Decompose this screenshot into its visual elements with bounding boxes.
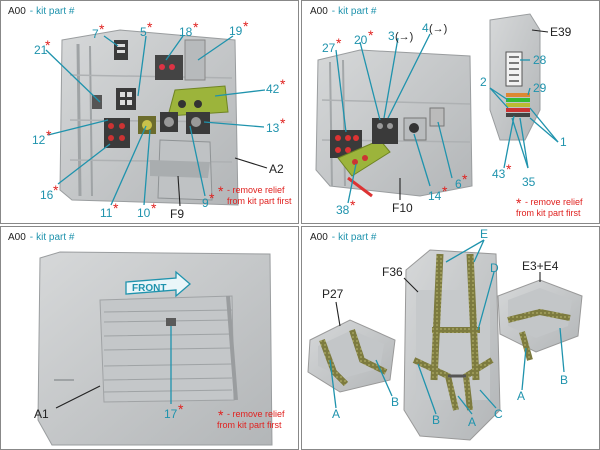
- label-13: 13: [266, 121, 280, 135]
- label-3: 3: [388, 29, 395, 43]
- svg-text:*: *: [350, 197, 356, 213]
- svg-text:*: *: [46, 127, 52, 143]
- kit-part-p27: [307, 319, 396, 393]
- svg-text:*: *: [99, 21, 105, 37]
- label-d: D: [490, 261, 499, 275]
- svg-text:*: *: [45, 37, 51, 53]
- svg-text:from kit part first: from kit part first: [227, 196, 292, 206]
- svg-text:*: *: [53, 182, 59, 198]
- panel-1-leaders: [45, 35, 266, 206]
- svg-text:*: *: [193, 19, 199, 35]
- label-4: 4: [422, 21, 429, 35]
- label-2: 2: [480, 75, 487, 89]
- panel-2-photoetch: [330, 107, 445, 198]
- label-14: 14: [428, 189, 442, 203]
- e39-belt-stack: [506, 93, 530, 117]
- kit-label-f10: F10: [392, 201, 413, 215]
- label-12: 12: [32, 133, 46, 147]
- screw-icon-4: (→): [429, 23, 447, 35]
- panel-3-labels: 17* A1: [34, 401, 184, 421]
- svg-text:from kit part first: from kit part first: [217, 420, 282, 430]
- label-a-p27: A: [332, 407, 340, 421]
- kit-part-e3-e4: [497, 279, 583, 361]
- svg-text:*: *: [209, 190, 215, 206]
- label-19: 19: [229, 24, 243, 38]
- svg-text:*: *: [506, 161, 512, 177]
- label-b-f36: B: [432, 413, 440, 427]
- panel-1-note: * - remove relief from kit part first: [218, 183, 292, 206]
- label-e: E: [480, 227, 488, 241]
- svg-text:*: *: [147, 19, 153, 35]
- header-code: A00-kit part #: [310, 6, 377, 17]
- svg-text:*: *: [280, 76, 286, 92]
- screw-icon-3: (→): [395, 31, 413, 43]
- label-6: 6: [455, 177, 462, 191]
- svg-text:- remove relief: - remove relief: [227, 185, 285, 195]
- svg-text:*: *: [516, 195, 522, 211]
- label-c-f36: C: [494, 407, 503, 421]
- panel-1-labels: 21* 7* 5* 18* 19* 42* 13* 12* 16* 11* 10…: [32, 18, 286, 221]
- kit-label-a2: A2: [269, 162, 284, 176]
- panel-2-labels: 27* 20* 3 (→) 4 (→) 28 29 2 1 43* 35 38*…: [322, 21, 572, 217]
- svg-text:*: *: [336, 35, 342, 51]
- front-arrow: FRONT: [125, 270, 191, 298]
- label-a-e3: A: [517, 389, 525, 403]
- header-code: A00-kit part #: [8, 232, 75, 243]
- svg-text:*: *: [243, 18, 249, 34]
- panel-3-note: * - remove relief from kit part first: [217, 407, 285, 430]
- kit-label-e3-e4: E3+E4: [522, 259, 559, 273]
- kit-label-p27: P27: [322, 287, 344, 301]
- label-9: 9: [202, 196, 209, 210]
- svg-text:- remove relief: - remove relief: [227, 409, 285, 419]
- label-5: 5: [140, 25, 147, 39]
- label-21: 21: [34, 43, 48, 57]
- kit-part-f36: [403, 249, 501, 441]
- panel-3: A00-kit part # FRONT 17* A1 * - remove r…: [8, 232, 285, 446]
- panel-2: A00-kit part #: [310, 6, 583, 218]
- svg-text:*: *: [280, 115, 286, 131]
- label-18: 18: [179, 25, 193, 39]
- svg-text:*: *: [113, 200, 119, 216]
- front-label: FRONT: [132, 283, 166, 294]
- label-35: 35: [522, 175, 536, 189]
- kit-label-f36: F36: [382, 265, 403, 279]
- label-20: 20: [354, 33, 368, 47]
- panel-4-labels: E D A B B A C A B F36 P27 E3+E4: [322, 227, 568, 429]
- svg-text:*: *: [218, 407, 224, 423]
- label-27: 27: [322, 41, 336, 55]
- svg-text:*: *: [442, 183, 448, 199]
- kit-label-f9: F9: [170, 207, 184, 221]
- label-b-p27: B: [391, 395, 399, 409]
- label-11: 11: [100, 206, 113, 220]
- header-code: A00-kit part #: [310, 232, 377, 243]
- svg-text:- remove relief: - remove relief: [525, 197, 583, 207]
- label-17: 17: [164, 407, 178, 421]
- header-code: A00-kit part #: [8, 6, 75, 17]
- label-43: 43: [492, 167, 506, 181]
- svg-text:*: *: [178, 401, 184, 417]
- svg-text:*: *: [462, 171, 468, 187]
- svg-text:*: *: [218, 183, 224, 199]
- panel-4-leaders: [329, 239, 565, 415]
- panel-1: A00-kit part #: [8, 6, 292, 221]
- panel-2-leaders: [335, 33, 559, 204]
- label-10: 10: [137, 206, 151, 220]
- label-16: 16: [40, 188, 54, 202]
- label-28: 28: [533, 53, 547, 67]
- label-1: 1: [560, 135, 567, 149]
- svg-text:*: *: [151, 200, 157, 216]
- svg-text:*: *: [368, 27, 374, 43]
- panel-2-note: * - remove relief from kit part first: [516, 195, 583, 218]
- label-42: 42: [266, 82, 280, 96]
- kit-label-e39: E39: [550, 25, 572, 39]
- svg-text:from kit part first: from kit part first: [516, 208, 581, 218]
- kit-label-a1: A1: [34, 407, 49, 421]
- label-29: 29: [533, 81, 547, 95]
- panel-4: A00-kit part #: [307, 227, 583, 441]
- label-38: 38: [336, 203, 350, 217]
- label-b-e3: B: [560, 373, 568, 387]
- label-7: 7: [92, 27, 99, 41]
- label-a-f36: A: [468, 415, 476, 429]
